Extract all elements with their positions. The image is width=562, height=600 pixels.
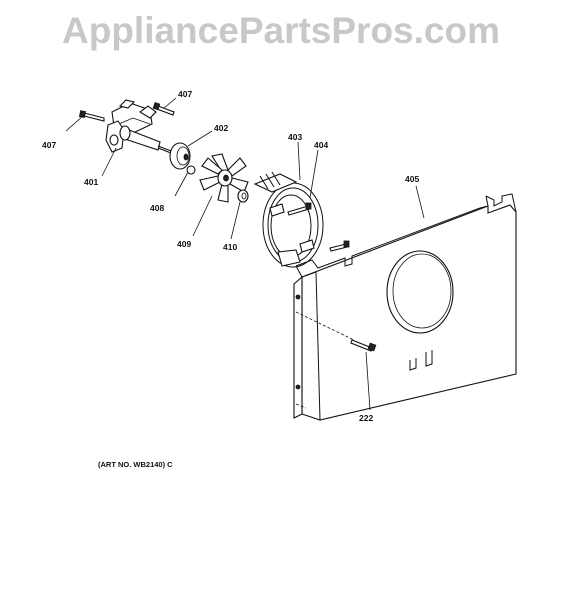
screw-icon[interactable] — [78, 110, 105, 122]
leader-lines — [65, 97, 425, 411]
callout-401: 401 — [84, 177, 98, 187]
washer-icon[interactable] — [186, 165, 196, 175]
screw-icon[interactable] — [152, 102, 175, 116]
callout-222: 222 — [359, 413, 373, 423]
motor-hub-icon[interactable] — [169, 142, 191, 170]
watermark-logo: AppliancePartsPros.com — [62, 10, 500, 51]
assembly-line — [295, 311, 355, 341]
callout-404: 404 — [314, 140, 328, 150]
callout-405: 405 — [405, 174, 419, 184]
art-number: (ART NO. WB2140) C — [98, 460, 173, 469]
nut-icon[interactable] — [237, 189, 249, 203]
callout-408: 408 — [150, 203, 164, 213]
assembly-line — [295, 403, 307, 409]
baffle-panel-icon[interactable] — [293, 193, 517, 421]
callout-409: 409 — [177, 239, 191, 249]
callout-407-left: 407 — [42, 140, 56, 150]
callout-410: 410 — [223, 242, 237, 252]
motor-bracket-icon[interactable] — [105, 99, 185, 159]
fan-blade-icon[interactable] — [199, 153, 249, 203]
callout-407-right: 407 — [178, 89, 192, 99]
screw-icon[interactable] — [350, 339, 377, 352]
callout-403: 403 — [288, 132, 302, 142]
screw-icon[interactable] — [287, 202, 312, 216]
callout-402: 402 — [214, 123, 228, 133]
heating-element-icon[interactable] — [253, 171, 324, 268]
screw-icon[interactable] — [329, 240, 350, 252]
